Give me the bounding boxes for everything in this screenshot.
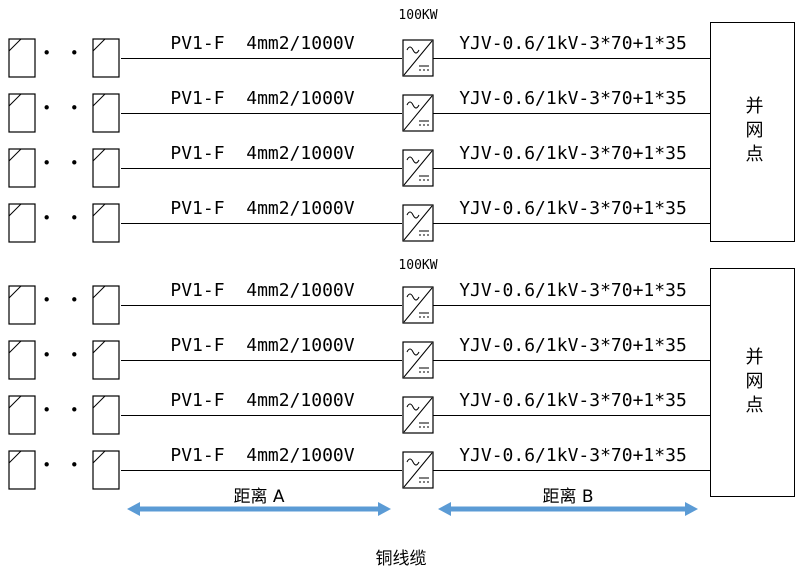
dc-wire <box>121 470 402 471</box>
ellipsis-dots: • • <box>42 401 86 419</box>
ellipsis-dots: • • <box>42 456 86 474</box>
distance-a-arrow <box>127 502 391 516</box>
grid-connection-label: 并网点 <box>742 346 764 419</box>
distance-a-label: 距离 A <box>233 487 285 507</box>
inverter-power-label: 100KW <box>398 258 438 273</box>
pv-panel-icon <box>92 148 120 188</box>
dc-cable-label: PV1-F 4mm2/1000V <box>170 390 355 411</box>
pv-panel-icon <box>8 285 36 325</box>
ellipsis-dots: • • <box>42 209 86 227</box>
ac-cable-label: YJV-0.6/1kV-3*70+1*35 <box>459 390 687 411</box>
ac-wire <box>433 58 710 59</box>
inverter-icon <box>402 396 434 434</box>
pv-panel-icon <box>8 203 36 243</box>
pv-panel-icon <box>8 148 36 188</box>
ac-wire <box>433 415 710 416</box>
ac-cable-label: YJV-0.6/1kV-3*70+1*35 <box>459 143 687 164</box>
ac-wire <box>433 223 710 224</box>
inverter-power-label: 100KW <box>398 8 438 23</box>
inverter-icon <box>402 341 434 379</box>
dc-wire <box>121 360 402 361</box>
grid-connection-label: 并网点 <box>742 96 764 168</box>
dc-cable-label: PV1-F 4mm2/1000V <box>170 445 355 466</box>
ac-wire <box>433 360 710 361</box>
inverter-icon <box>402 39 434 77</box>
dc-wire <box>121 113 402 114</box>
pv-panel-icon <box>92 38 120 78</box>
pv-panel-icon <box>92 93 120 133</box>
pv-panel-icon <box>8 340 36 380</box>
ellipsis-dots: • • <box>42 44 86 62</box>
dc-wire <box>121 58 402 59</box>
dc-cable-label: PV1-F 4mm2/1000V <box>170 335 355 356</box>
dc-cable-label: PV1-F 4mm2/1000V <box>170 280 355 301</box>
inverter-icon <box>402 149 434 187</box>
dc-cable-label: PV1-F 4mm2/1000V <box>170 198 355 219</box>
ac-cable-label: YJV-0.6/1kV-3*70+1*35 <box>459 33 687 54</box>
inverter-icon <box>402 451 434 489</box>
ac-wire <box>433 113 710 114</box>
inverter-icon <box>402 94 434 132</box>
ac-cable-label: YJV-0.6/1kV-3*70+1*35 <box>459 335 687 356</box>
ac-wire <box>433 470 710 471</box>
pv-panel-icon <box>92 395 120 435</box>
pv-panel-icon <box>92 203 120 243</box>
pv-panel-icon <box>8 93 36 133</box>
distance-b-arrow <box>438 502 698 516</box>
ellipsis-dots: • • <box>42 99 86 117</box>
ellipsis-dots: • • <box>42 291 86 309</box>
pv-panel-icon <box>92 285 120 325</box>
dc-wire <box>121 168 402 169</box>
ac-cable-label: YJV-0.6/1kV-3*70+1*35 <box>459 445 687 466</box>
ac-cable-label: YJV-0.6/1kV-3*70+1*35 <box>459 88 687 109</box>
inverter-icon <box>402 286 434 324</box>
ac-wire <box>433 305 710 306</box>
dc-wire <box>121 305 402 306</box>
ac-wire <box>433 168 710 169</box>
dc-wire <box>121 415 402 416</box>
ac-cable-label: YJV-0.6/1kV-3*70+1*35 <box>459 198 687 219</box>
ellipsis-dots: • • <box>42 154 86 172</box>
pv-panel-icon <box>92 340 120 380</box>
ac-cable-label: YJV-0.6/1kV-3*70+1*35 <box>459 280 687 301</box>
grid-connection-box-2: 并网点 <box>710 268 795 497</box>
pv-panel-icon <box>8 395 36 435</box>
pv-panel-icon <box>92 450 120 490</box>
ellipsis-dots: • • <box>42 346 86 364</box>
dc-cable-label: PV1-F 4mm2/1000V <box>170 88 355 109</box>
copper-cable-note: 铜线缆 <box>375 549 427 569</box>
pv-panel-icon <box>8 450 36 490</box>
inverter-icon <box>402 204 434 242</box>
dc-cable-label: PV1-F 4mm2/1000V <box>170 33 355 54</box>
grid-connection-box-1: 并网点 <box>710 22 795 242</box>
pv-panel-icon <box>8 38 36 78</box>
dc-cable-label: PV1-F 4mm2/1000V <box>170 143 355 164</box>
distance-b-label: 距离 B <box>542 487 594 507</box>
dc-wire <box>121 223 402 224</box>
